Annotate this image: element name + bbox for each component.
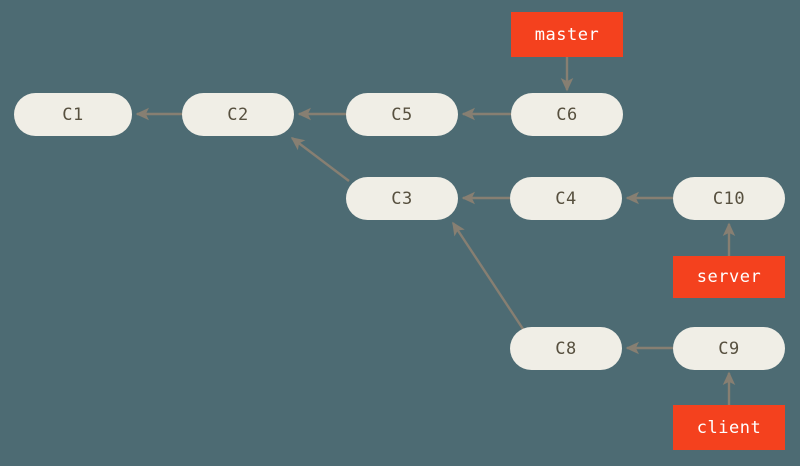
commit-node-c9[interactable]: C9	[673, 327, 785, 370]
commit-label: C3	[391, 188, 413, 209]
commit-node-c3[interactable]: C3	[346, 177, 458, 220]
edge-group	[135, 57, 736, 405]
branch-label-text: master	[534, 24, 600, 45]
commit-node-c8[interactable]: C8	[510, 327, 622, 370]
edge-c3-to-c2	[290, 137, 350, 182]
commit-label: C10	[712, 188, 746, 209]
branch-label-text: server	[696, 267, 762, 287]
branch-label-master[interactable]: master	[511, 12, 623, 57]
commit-node-c2[interactable]: C2	[182, 93, 294, 136]
commit-label: C9	[718, 338, 740, 359]
commit-label: C2	[227, 104, 249, 125]
commit-label: C1	[62, 104, 84, 125]
branch-label-text: client	[696, 417, 762, 438]
commit-label: C5	[391, 104, 413, 125]
commit-node-c4[interactable]: C4	[510, 177, 622, 220]
commit-label: C8	[555, 338, 577, 359]
commit-label: C4	[555, 188, 577, 209]
commit-node-c1[interactable]: C1	[14, 93, 132, 136]
edge-c8-to-c3	[451, 221, 525, 330]
branch-label-client[interactable]: client	[673, 405, 785, 450]
commit-node-c5[interactable]: C5	[346, 93, 458, 136]
commit-node-c6[interactable]: C6	[511, 93, 623, 136]
commit-node-c10[interactable]: C10	[673, 177, 785, 220]
commit-label: C6	[556, 104, 578, 125]
branch-label-server[interactable]: server	[673, 256, 785, 298]
